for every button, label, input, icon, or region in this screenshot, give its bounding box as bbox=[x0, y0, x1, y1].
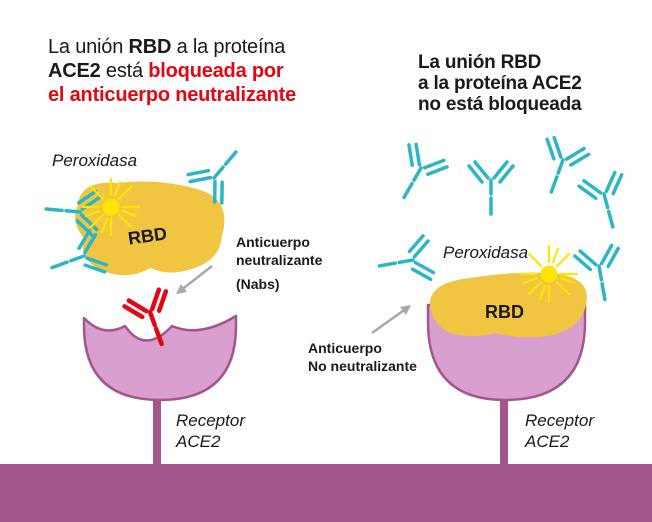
left-title: La unión RBD a la proteína ACE2 está blo… bbox=[48, 36, 296, 106]
antibody-cyan bbox=[528, 133, 592, 202]
peroxidase-label-left: Peroxidasa bbox=[52, 151, 138, 170]
ace2-receptor-left bbox=[82, 314, 238, 465]
peroxidase-enzyme-right bbox=[519, 244, 579, 304]
rbd-label-right: RBD bbox=[485, 302, 524, 322]
arrow-right bbox=[371, 305, 412, 335]
non-neutralizing-antibody-label: Anticuerpo No neutralizante bbox=[308, 340, 417, 374]
cell-membrane bbox=[0, 464, 652, 522]
antibody-cyan bbox=[467, 160, 515, 216]
antibody-cyan bbox=[383, 139, 451, 211]
peroxidase-label-right: Peroxidasa bbox=[443, 243, 529, 262]
receptor-label-right: Receptor ACE2 bbox=[525, 411, 594, 451]
right-title: La unión RBD a la proteína ACE2 no está … bbox=[418, 52, 582, 115]
rbd-blob-right bbox=[430, 272, 587, 338]
antibody-cyan bbox=[576, 169, 636, 235]
neutralizing-antibody-label: Anticuerpo neutralizante (Nabs) bbox=[236, 234, 323, 292]
receptor-label-left: Receptor ACE2 bbox=[176, 411, 245, 451]
antibody-cyan bbox=[373, 233, 437, 290]
peroxidase-enzyme-left bbox=[81, 177, 141, 237]
arrow-left bbox=[176, 265, 213, 295]
